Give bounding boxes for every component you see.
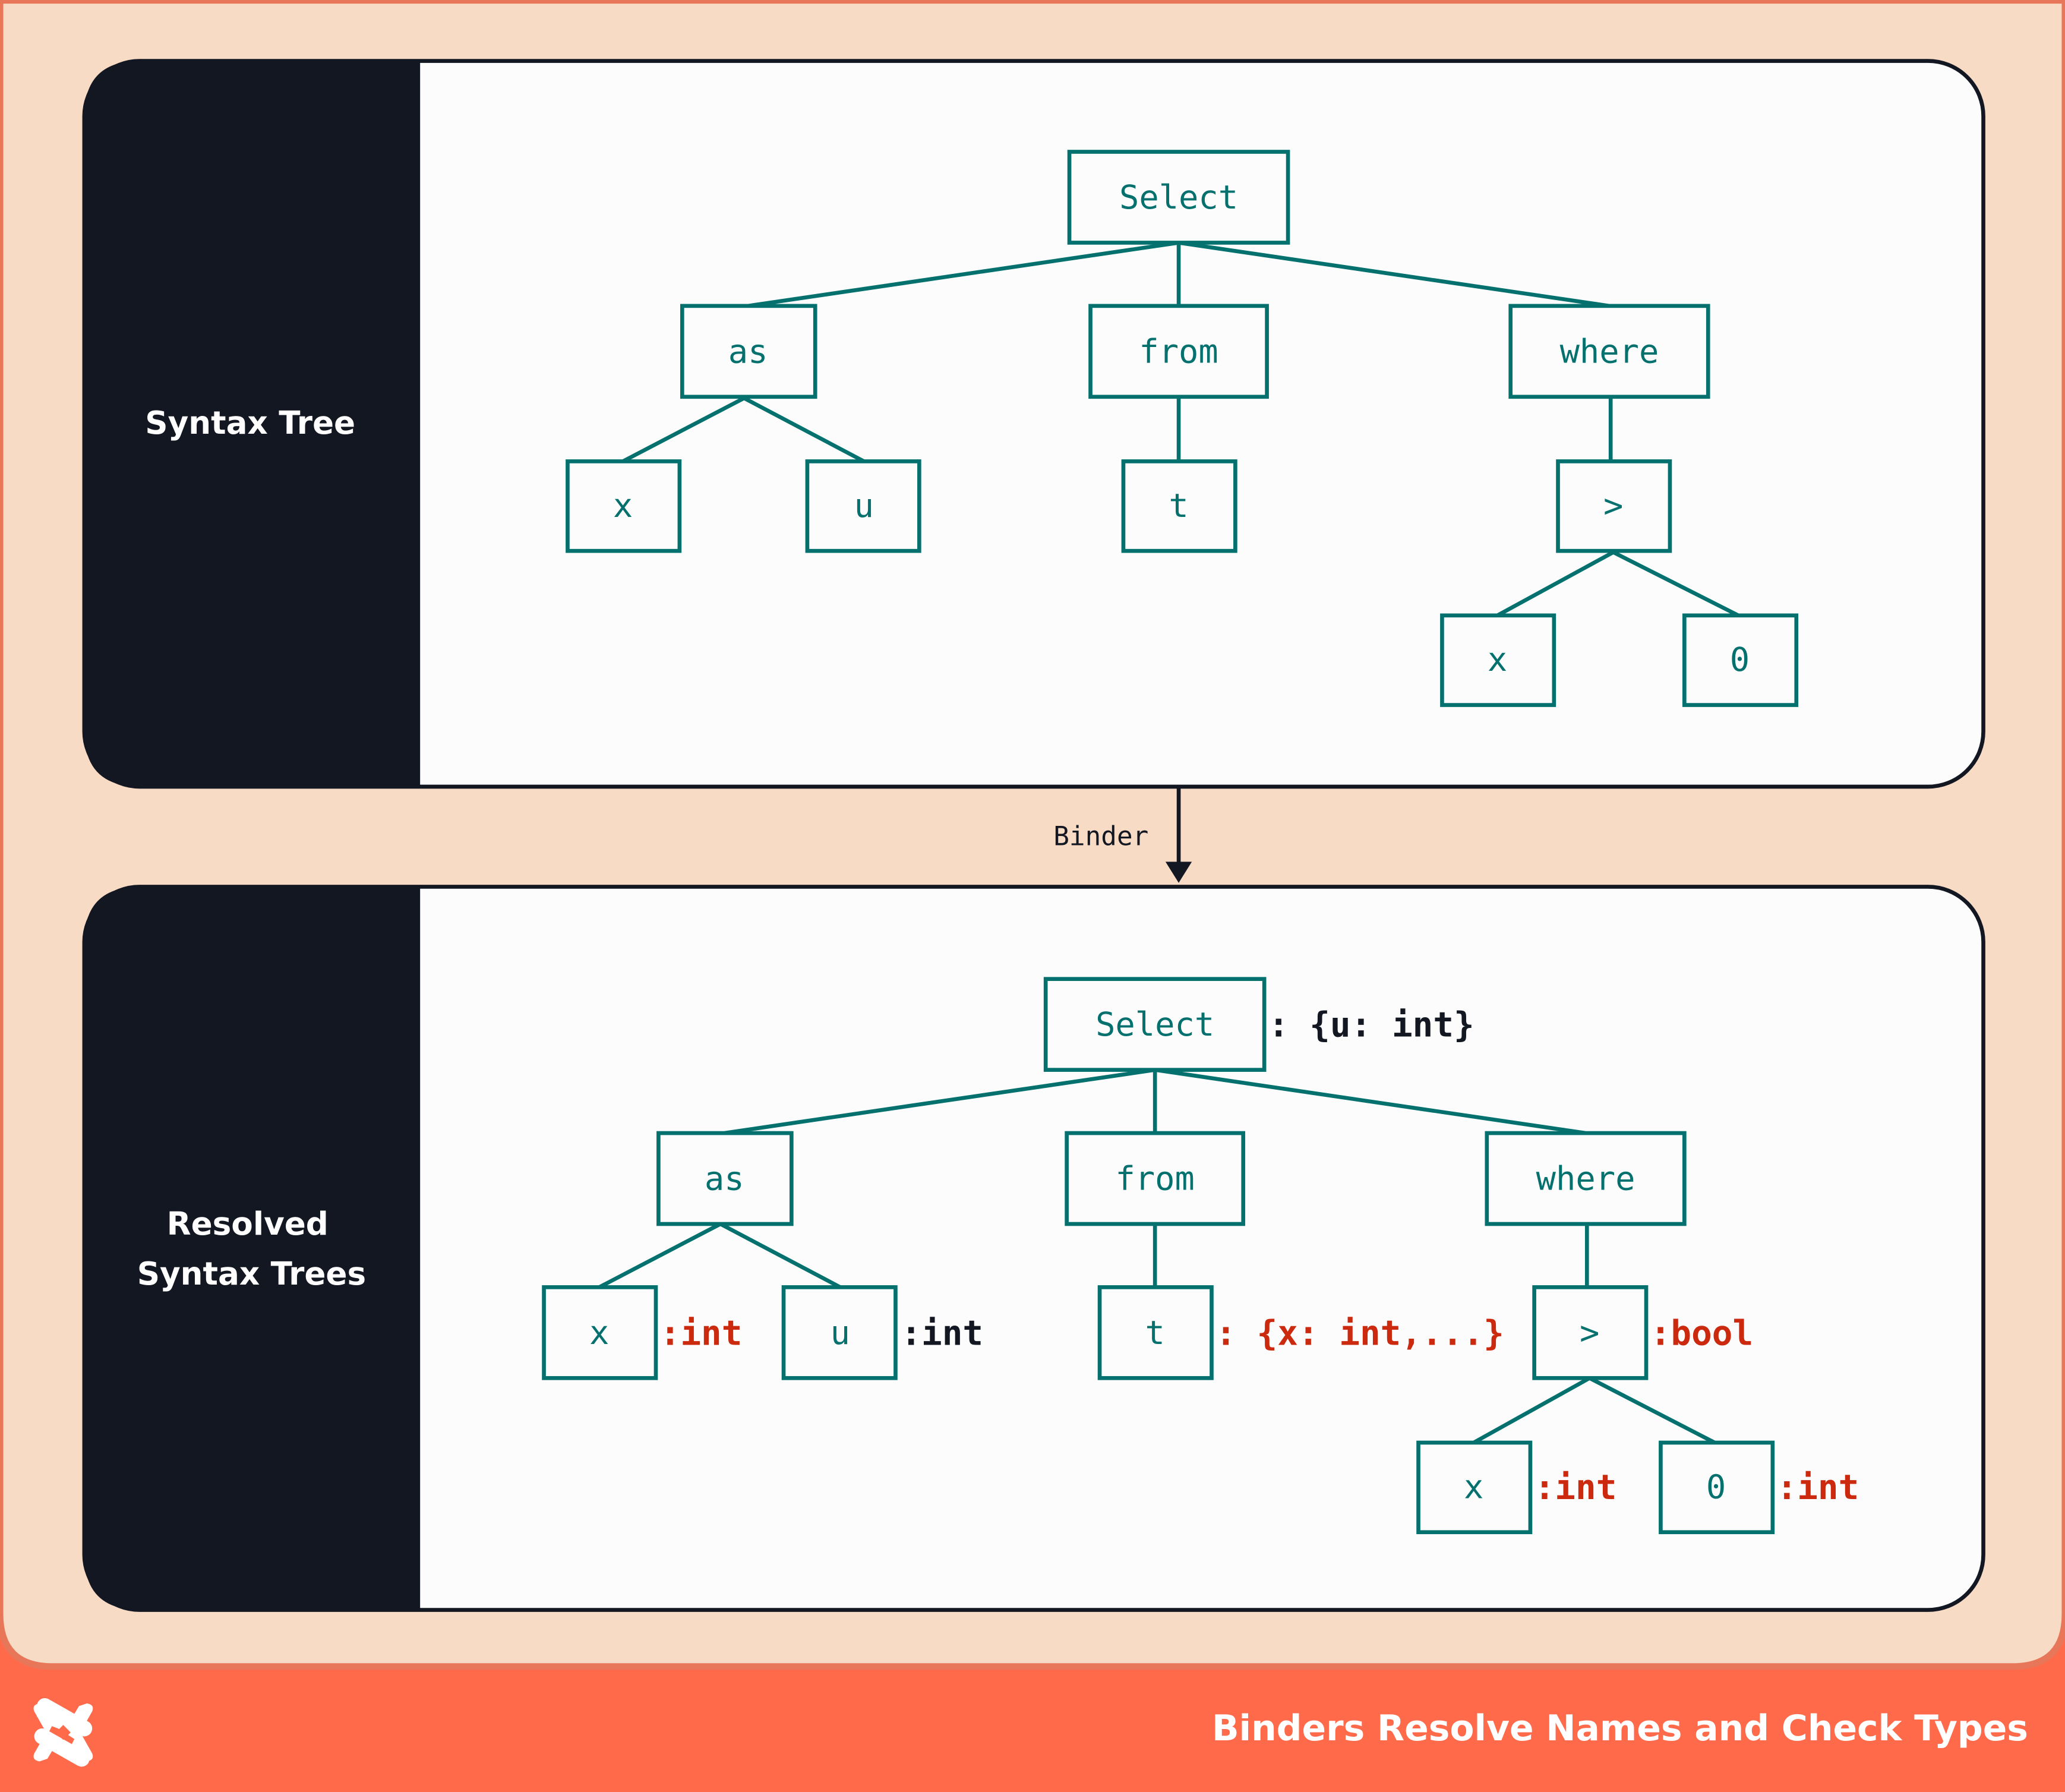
node-x-operand: x (1416, 1440, 1533, 1535)
node-select: Select (1043, 977, 1267, 1072)
node-x-operand: x (1440, 613, 1556, 707)
type-annotation-u: :int (901, 1313, 983, 1353)
svg-text:x: x (1464, 1468, 1483, 1506)
node-zero: 0 (1659, 1440, 1775, 1535)
dagster-logo-icon (33, 1698, 93, 1767)
binder-arrow: Binder (1053, 787, 1192, 883)
svg-text:as: as (705, 1160, 744, 1198)
resolved-tree-panel: Resolved Syntax Trees Select as from whe… (82, 885, 1985, 1612)
type-annotation-x-operand: :int (1534, 1468, 1617, 1507)
panel-label-line2: Syntax Trees (137, 1255, 366, 1292)
panel-sidebar (84, 61, 421, 787)
node-u: u (781, 1285, 898, 1380)
svg-text:0: 0 (1730, 641, 1750, 679)
node-greater-than: > (1532, 1285, 1649, 1380)
node-greater-than: > (1556, 459, 1672, 553)
svg-text:as: as (728, 333, 768, 371)
node-x: x (542, 1285, 658, 1380)
svg-text:0: 0 (1706, 1468, 1726, 1506)
svg-text:Select: Select (1095, 1006, 1214, 1044)
svg-text:>: > (1580, 1314, 1599, 1352)
svg-text:x: x (589, 1314, 609, 1352)
binder-label: Binder (1053, 822, 1148, 852)
svg-text:from: from (1115, 1160, 1194, 1198)
svg-text:u: u (831, 1314, 850, 1352)
panel-label: Syntax Tree (145, 405, 355, 441)
node-x: x (566, 459, 682, 553)
node-select: Select (1067, 150, 1290, 245)
node-as: as (680, 304, 817, 399)
svg-text:t: t (1145, 1314, 1164, 1352)
node-from: from (1065, 1131, 1246, 1226)
footer-title: Binders Resolve Names and Check Types (1212, 1708, 2028, 1749)
edges (598, 1068, 1716, 1444)
svg-text:Select: Select (1119, 179, 1238, 217)
node-as: as (656, 1131, 794, 1226)
node-where: where (1485, 1131, 1687, 1226)
type-annotation-zero: :int (1777, 1468, 1859, 1507)
svg-text:x: x (1488, 641, 1507, 679)
panel-label-line1: Resolved (167, 1206, 329, 1242)
svg-text:x: x (613, 487, 633, 525)
node-from: from (1088, 304, 1269, 399)
syntax-tree-panel: Syntax Tree Select as from where x u t >… (82, 59, 1985, 789)
edges (622, 241, 1739, 617)
svg-text:where: where (1536, 1160, 1635, 1198)
node-where: where (1508, 304, 1710, 399)
panel-sidebar (84, 886, 421, 1610)
type-annotation-x: :int (660, 1313, 743, 1353)
node-t: t (1097, 1285, 1214, 1380)
type-annotation-greater-than: :bool (1650, 1313, 1753, 1353)
svg-text:t: t (1169, 487, 1188, 525)
type-annotation-t: : {x: int,...} (1215, 1313, 1504, 1353)
svg-text:u: u (854, 487, 874, 525)
arrowhead-icon (1165, 862, 1192, 883)
node-zero: 0 (1682, 613, 1799, 707)
node-u: u (805, 459, 921, 553)
svg-text:from: from (1139, 333, 1218, 371)
svg-text:>: > (1603, 487, 1623, 525)
type-annotation-select: : {u: int} (1268, 1005, 1474, 1045)
svg-text:where: where (1560, 333, 1659, 371)
node-t: t (1121, 459, 1237, 553)
